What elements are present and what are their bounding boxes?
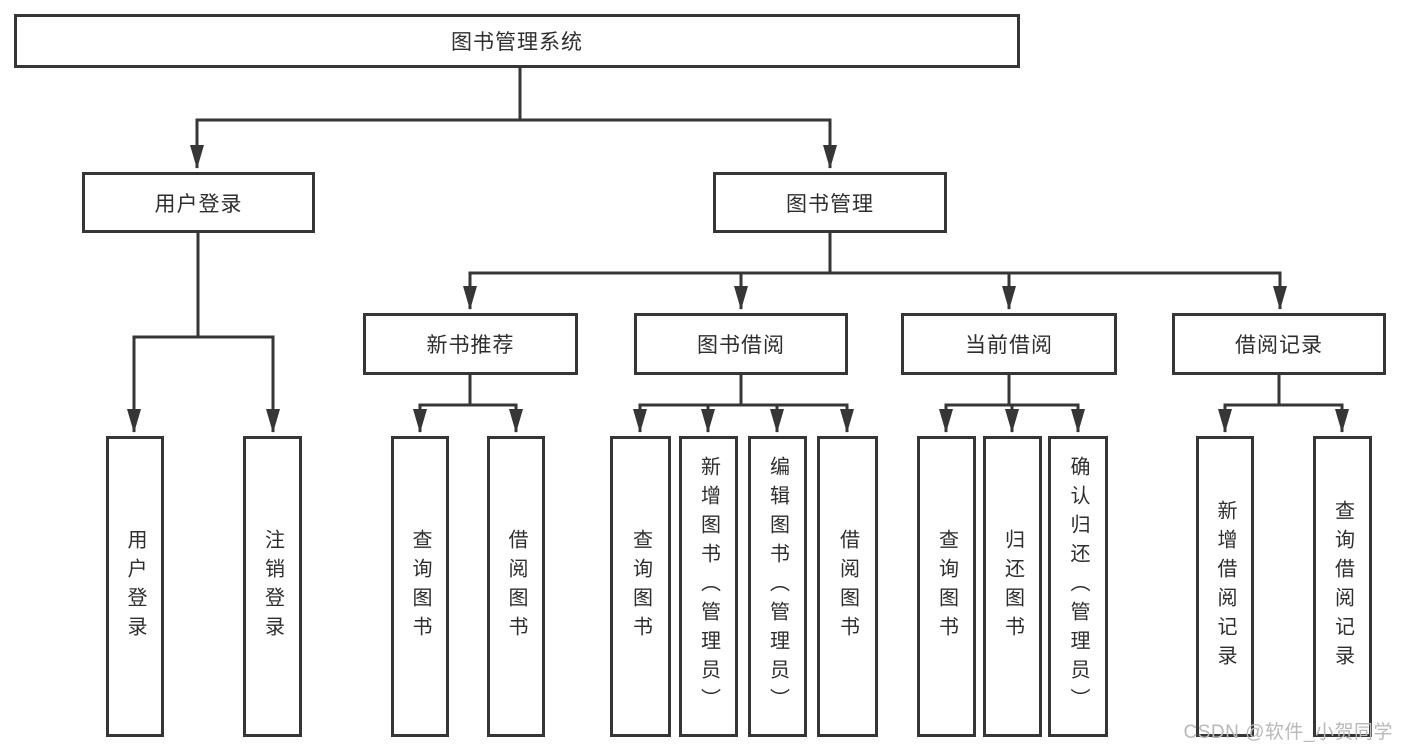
node-new-book-recommend-label: 新书推荐 <box>426 334 515 357</box>
node-current-borrow-label: 当前借阅 <box>965 334 1053 357</box>
leaf-query-books-2-label: 查询图书 <box>629 528 652 645</box>
connector-newbooks-trunk <box>418 373 518 407</box>
leaf-confirm-return-admin-label: 确认归还（管理员） <box>1067 456 1089 717</box>
leaf-borrow-books-1: 借阅图书 <box>487 436 545 737</box>
connector-root-trunk <box>195 66 832 122</box>
leaf-query-books-1: 查询图书 <box>391 436 449 737</box>
node-root: 图书管理系统 <box>14 14 1020 68</box>
node-current-borrow: 当前借阅 <box>901 313 1117 375</box>
node-borrow-records: 借阅记录 <box>1172 313 1386 375</box>
node-user-login: 用户登录 <box>82 172 315 233</box>
leaf-user-login: 用户登录 <box>106 436 164 737</box>
leaf-add-borrow-record-label: 新增借阅记录 <box>1214 499 1236 674</box>
node-new-book-recommend: 新书推荐 <box>363 313 578 375</box>
leaf-edit-books-admin-label: 编辑图书（管理员） <box>766 456 789 717</box>
node-book-borrow: 图书借阅 <box>634 313 848 375</box>
node-book-management-label: 图书管理 <box>786 192 874 216</box>
leaf-return-books-label: 归还图书 <box>1001 528 1024 645</box>
connector-userlogin-trunk <box>132 231 275 339</box>
leaf-query-books-3-label: 查询图书 <box>935 528 958 645</box>
leaf-query-borrow-record-label: 查询借阅记录 <box>1331 499 1354 674</box>
leaf-query-books-3: 查询图书 <box>917 436 976 737</box>
connector-records-trunk <box>1223 373 1344 407</box>
leaf-borrow-books-2-label: 借阅图书 <box>836 528 859 645</box>
connector-bookmgmt-trunk <box>468 231 1282 275</box>
leaf-query-borrow-record: 查询借阅记录 <box>1313 436 1372 737</box>
connector-borrow-trunk <box>638 373 849 407</box>
leaf-borrow-books-1-label: 借阅图书 <box>505 528 527 645</box>
node-root-label: 图书管理系统 <box>451 31 583 54</box>
leaf-add-books-admin: 新增图书（管理员） <box>679 436 738 737</box>
leaf-user-login-label: 用户登录 <box>124 528 146 645</box>
leaf-add-books-admin-label: 新增图书（管理员） <box>697 456 720 717</box>
leaf-query-books-1-label: 查询图书 <box>409 528 431 645</box>
node-user-login-label: 用户登录 <box>154 192 243 216</box>
node-book-management: 图书管理 <box>713 172 947 233</box>
node-borrow-records-label: 借阅记录 <box>1235 334 1323 357</box>
leaf-query-books-2: 查询图书 <box>610 436 671 737</box>
node-book-borrow-label: 图书借阅 <box>697 334 785 357</box>
leaf-logout: 注销登录 <box>243 436 302 737</box>
leaf-edit-books-admin: 编辑图书（管理员） <box>748 436 807 737</box>
leaf-add-borrow-record: 新增借阅记录 <box>1196 436 1254 737</box>
csdn-watermark: CSDN @软件_小贺同学 <box>1183 722 1393 743</box>
connector-current-trunk <box>944 373 1080 407</box>
leaf-borrow-books-2: 借阅图书 <box>817 436 878 737</box>
leaf-logout-label: 注销登录 <box>261 528 284 645</box>
leaf-confirm-return-admin: 确认归还（管理员） <box>1048 436 1108 737</box>
leaf-return-books: 归还图书 <box>983 436 1042 737</box>
